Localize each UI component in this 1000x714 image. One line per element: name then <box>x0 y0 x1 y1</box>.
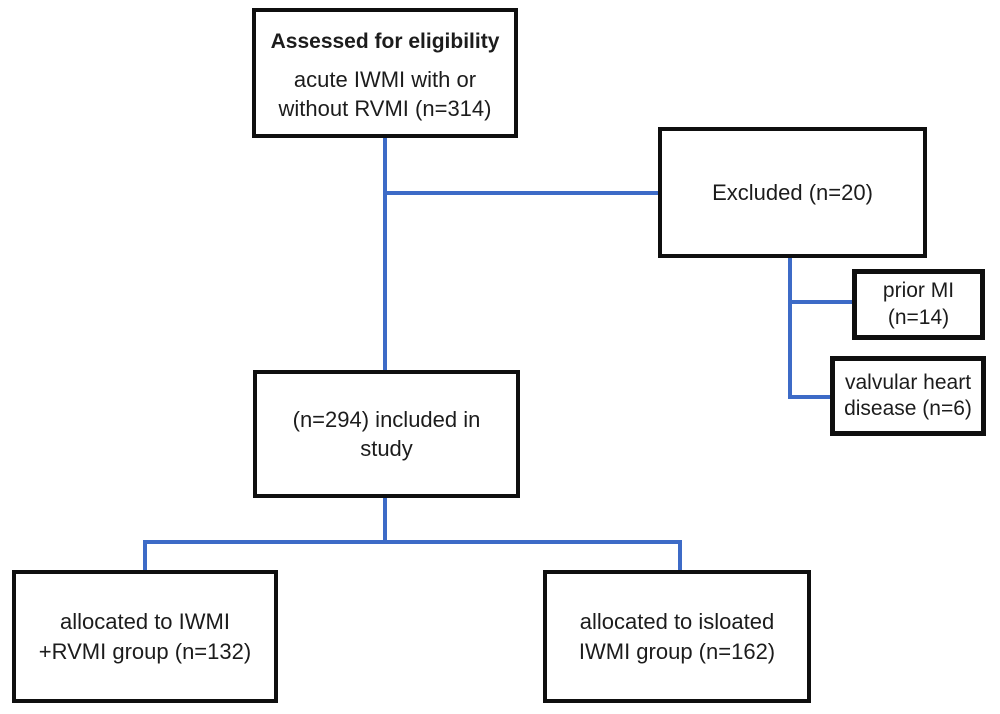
assessed-for-eligibility-box: Assessed for eligibility acute IWMI with… <box>252 8 518 138</box>
prior-mi-line2: (n=14) <box>887 305 950 329</box>
included-line1: (n=294) included in <box>292 406 481 432</box>
connector-excluded-to-valvular <box>790 395 830 399</box>
alloc-isolated-line2: IWMI group (n=162) <box>578 638 776 664</box>
connector-assessed-to-excluded <box>385 191 658 195</box>
connector-allocation-branch <box>143 540 682 544</box>
assessed-heading: Assessed for eligibility <box>270 30 500 53</box>
excluded-box: Excluded (n=20) <box>658 127 927 258</box>
allocated-isolated-iwmi-box: allocated to isloated IWMI group (n=162) <box>543 570 811 703</box>
alloc-rvmi-line2: +RVMI group (n=132) <box>38 638 252 664</box>
connector-excluded-to-prior-mi <box>790 300 852 304</box>
connector-assessed-to-included <box>383 137 387 370</box>
valvular-line1: valvular heart <box>844 370 972 394</box>
connector-excluded-branch-vertical <box>788 258 792 399</box>
assessed-line1: acute IWMI with or <box>293 66 477 92</box>
valvular-heart-disease-box: valvular heart disease (n=6) <box>830 356 986 436</box>
prior-mi-line1: prior MI <box>882 279 955 303</box>
alloc-rvmi-line1: allocated to IWMI <box>60 609 230 635</box>
assessed-line2: without RVMI (n=314) <box>278 95 492 121</box>
connector-included-down <box>383 498 387 543</box>
included-in-study-box: (n=294) included in study <box>253 370 520 498</box>
alloc-isolated-line1: allocated to isloated <box>579 609 775 635</box>
allocated-iwmi-rvmi-box: allocated to IWMI +RVMI group (n=132) <box>12 570 278 703</box>
prior-mi-box: prior MI (n=14) <box>852 269 985 340</box>
connector-to-alloc-isolated <box>678 542 682 570</box>
included-line2: study <box>360 436 413 461</box>
excluded-label: Excluded (n=20) <box>712 179 873 205</box>
valvular-line2: disease (n=6) <box>844 397 972 420</box>
connector-to-alloc-rvmi <box>143 542 147 570</box>
